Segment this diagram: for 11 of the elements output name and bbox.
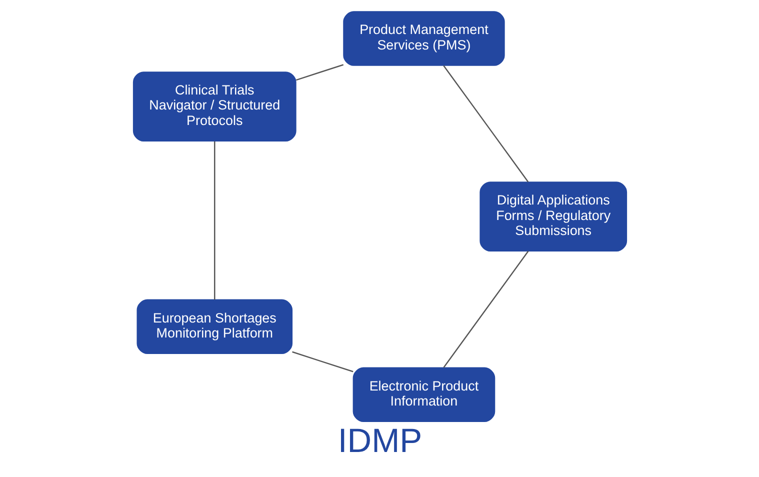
connector <box>292 351 353 372</box>
node-box: European Shortages Monitoring Platform <box>136 299 292 354</box>
connector <box>442 65 528 182</box>
connector <box>214 141 215 300</box>
node-box: Product Management Services (PMS) <box>342 11 504 66</box>
node-box: Electronic Product Information <box>352 367 495 422</box>
connector <box>442 250 528 368</box>
node-box: Digital Applications Forms / Regulatory Submissions <box>479 182 627 252</box>
node-box: Clinical Trials Navigator / Structured Protocols <box>132 72 296 142</box>
diagram-title: IDMP <box>337 422 422 460</box>
connector <box>295 64 344 81</box>
